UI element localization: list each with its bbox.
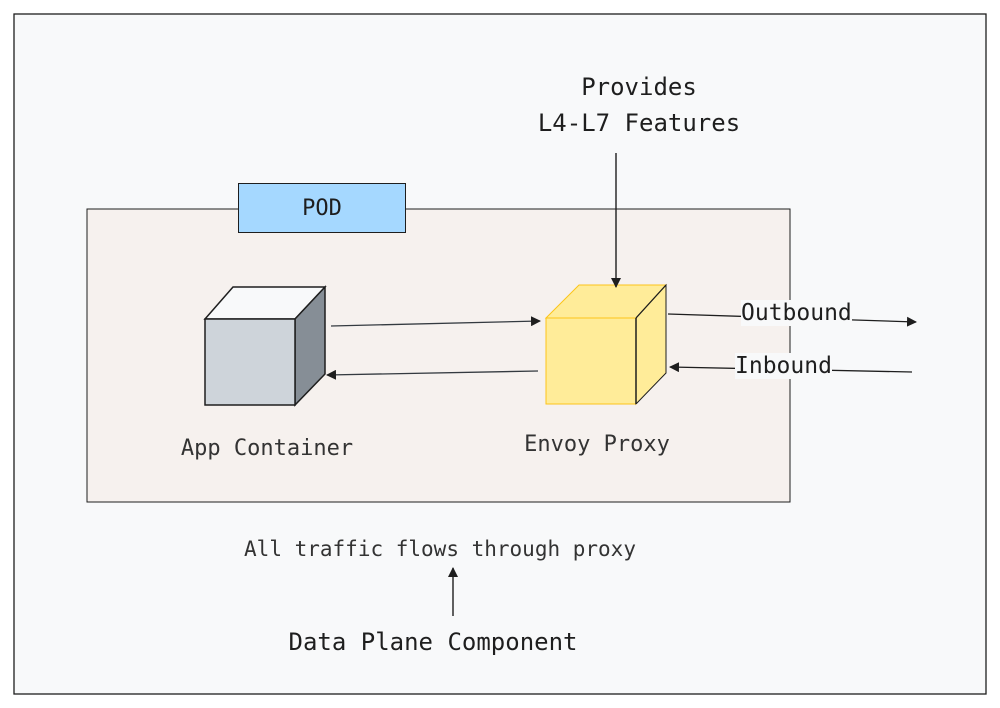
traffic-note: All traffic flows through proxy: [244, 537, 636, 561]
app-container-label: App Container: [180, 436, 354, 461]
inbound-label: Inbound: [735, 353, 832, 379]
features-note-line1: Provides: [581, 73, 697, 101]
pod-label: POD: [302, 195, 342, 221]
envoy-to-app-arrow: [326, 369, 539, 380]
component-note: Data Plane Component: [288, 628, 578, 656]
features-note: Provides L4-L7 Features: [538, 69, 740, 141]
features-note-line2: L4-L7 Features: [537, 109, 741, 137]
envoy-proxy-label: Envoy Proxy: [524, 432, 670, 457]
pod-region: [86, 208, 791, 503]
app-to-envoy-arrow: [330, 316, 541, 327]
app-container-cube: [203, 285, 327, 407]
pod-tab: POD: [238, 183, 406, 233]
outbound-label: Outbound: [741, 300, 852, 326]
envoy-proxy-cube: [544, 283, 668, 406]
